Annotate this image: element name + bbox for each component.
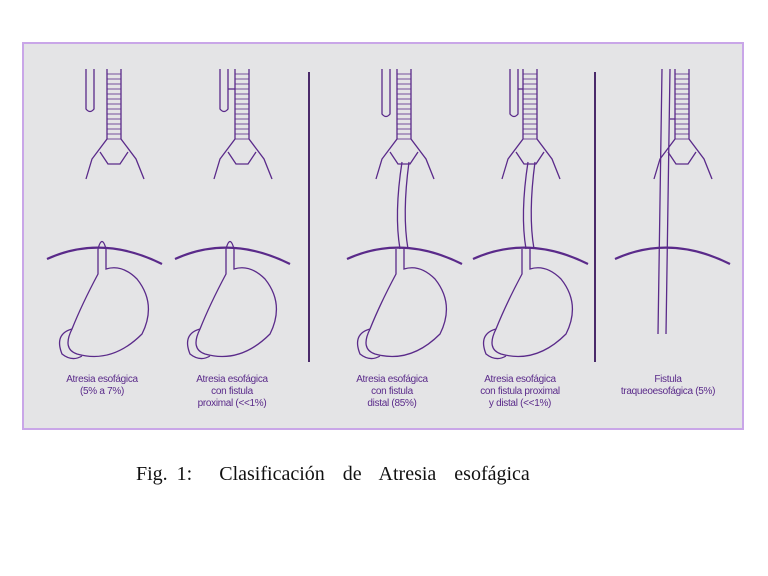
esophageal-atresia-illustrations	[46, 68, 731, 360]
label-line: Atresia esofágica	[484, 374, 556, 385]
label-line: Atresia esofágica	[196, 374, 268, 385]
label-line: (5% a 7%)	[80, 386, 124, 397]
diaphragm	[472, 246, 589, 265]
duodenum	[58, 328, 83, 360]
panel-label-4: Atresia esofágica con fistula proximal y…	[450, 374, 590, 410]
upper-esophageal-pouch	[509, 69, 519, 118]
label-line: con fistula	[211, 386, 253, 397]
diaphragm	[46, 246, 163, 265]
lower-esophageal-stub	[225, 240, 235, 250]
diaphragm	[346, 246, 463, 265]
stomach	[195, 249, 277, 358]
upper-esophageal-pouch	[85, 69, 95, 113]
stomach	[491, 249, 573, 358]
label-line: distal (85%)	[367, 398, 417, 409]
label-line: Fistula	[654, 374, 682, 385]
label-line: Atresia esofágica	[66, 374, 138, 385]
label-line: proximal (<<1%)	[197, 398, 267, 409]
stomach	[67, 249, 149, 358]
diaphragm	[174, 246, 291, 265]
duodenum	[186, 328, 211, 360]
label-line: con fistula proximal	[480, 386, 560, 397]
diaphragm	[614, 246, 731, 265]
label-line: y distal (<<1%)	[488, 398, 552, 409]
label-line: con fistula	[371, 386, 413, 397]
label-line: traqueoesofágica (5%)	[620, 386, 716, 397]
figure-caption: Fig. 1: Clasificación de Atresia esofági…	[136, 463, 530, 485]
divider	[594, 72, 596, 362]
stomach	[365, 249, 447, 358]
panel-label-1: Atresia esofágica (5% a 7%)	[32, 374, 172, 398]
lower-esophageal-stub	[97, 240, 107, 250]
distal-fistula-esophagus	[522, 161, 536, 250]
divider	[308, 72, 310, 362]
upper-esophageal-pouch	[381, 69, 391, 118]
distal-fistula-esophagus	[396, 161, 410, 250]
figure-frame: Atresia esofágica (5% a 7%) Atresia esof…	[22, 42, 744, 430]
duodenum	[356, 328, 381, 360]
panel-label-5: Fistula traqueoesofágica (5%)	[598, 374, 738, 398]
upper-esophageal-pouch	[219, 69, 229, 113]
esophagus	[657, 68, 671, 335]
panel-label-3: Atresia esofágica con fistula distal (85…	[322, 374, 462, 410]
label-line: Atresia esofágica	[356, 374, 428, 385]
panel-label-2: Atresia esofágica con fistula proximal (…	[162, 374, 302, 410]
duodenum	[482, 328, 507, 360]
